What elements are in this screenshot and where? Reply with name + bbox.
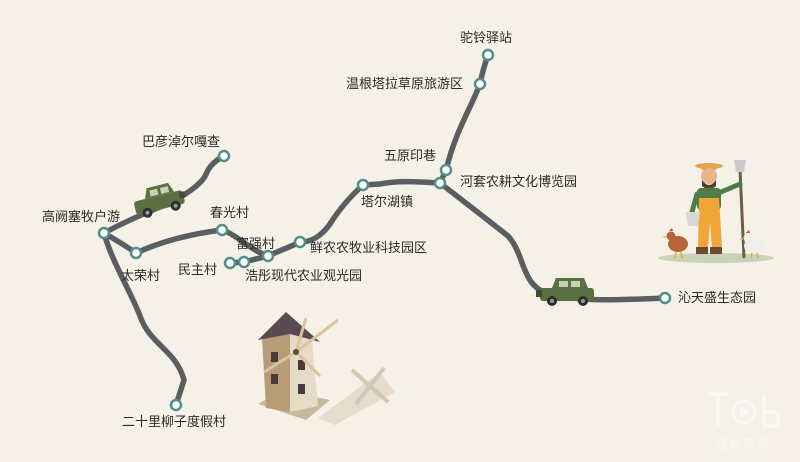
node-bayanzhuoer[interactable] [217, 149, 231, 163]
node-fuqiangcun[interactable] [261, 249, 275, 263]
place-label-taerhuzhen: 塔尔湖镇 [361, 195, 414, 210]
place-label-tairongcun: 太荣村 [121, 269, 161, 284]
node-tuolingyizhan[interactable] [481, 48, 495, 62]
route-nodes [97, 48, 672, 412]
route-chunguang-loop [101, 227, 271, 259]
place-label-hetao: 河套农耕文化博览园 [460, 175, 578, 190]
node-minzhucun[interactable] [223, 256, 237, 270]
place-label-fuqiangcun: 富强村 [236, 237, 276, 252]
jeep-icon [536, 278, 594, 306]
place-label-haotong: 浩彤现代农业观光园 [245, 269, 363, 284]
windmill-shadow [318, 372, 395, 425]
route-southwest [101, 230, 187, 408]
watermark-logo: 圆格新闻 [700, 386, 786, 452]
place-label-tuolingyizhan: 驼铃驿站 [460, 31, 513, 46]
node-tairongcun[interactable] [129, 246, 143, 260]
node-taerhuzhen[interactable] [356, 178, 370, 192]
place-label-bayanzhuoer: 巴彦淖尔嘎查 [142, 135, 221, 150]
watermark-text: 圆格新闻 [714, 437, 771, 451]
place-label-xiannongmu: 鲜农农牧业科技园区 [310, 241, 428, 256]
place-label-wuyuanyinxiang: 五原印巷 [384, 149, 437, 164]
place-label-ershili: 二十里柳子度假村 [122, 415, 227, 430]
chicken-icon [662, 228, 688, 259]
farmer-icon [658, 160, 774, 263]
route-northwest [101, 153, 227, 236]
route-main [227, 178, 443, 266]
windmill-icon [258, 312, 339, 420]
place-label-minzhucun: 民主村 [178, 263, 218, 278]
node-hetao[interactable] [433, 176, 447, 190]
route-lines [101, 52, 668, 408]
node-haotong[interactable] [237, 255, 251, 269]
node-qintiansheng[interactable] [658, 291, 672, 305]
node-gaoquesai[interactable] [97, 226, 111, 240]
jeep-icon [134, 182, 186, 218]
route-north [437, 52, 491, 186]
node-ershili[interactable] [169, 398, 183, 412]
chicken-icon [739, 230, 764, 259]
watermark-icon [708, 392, 780, 428]
place-label-qintiansheng: 沁天盛生态园 [678, 291, 757, 306]
route-east [437, 180, 668, 303]
node-xiannongmu[interactable] [293, 235, 307, 249]
node-wengentala[interactable] [473, 77, 487, 91]
node-chunguangcun[interactable] [215, 223, 229, 237]
node-wuyuanyinxiang[interactable] [439, 163, 453, 177]
place-label-gaoquesai: 高阙塞牧户游 [42, 210, 121, 225]
windmill-shadow-blades [350, 366, 390, 406]
place-label-wengentala: 温根塔拉草原旅游区 [346, 77, 464, 92]
place-label-chunguangcun: 春光村 [210, 206, 250, 221]
